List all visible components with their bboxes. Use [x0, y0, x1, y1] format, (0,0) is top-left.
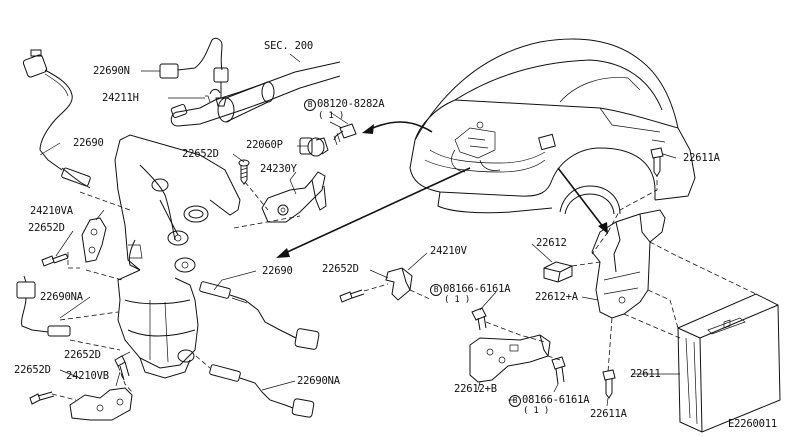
sensor-22060P [299, 137, 329, 157]
part-label-22612: 22612 [536, 237, 567, 249]
bolt-marker-icon: B [430, 284, 442, 296]
part-label-24210VA: 24210VA [30, 205, 73, 217]
part-label-22652D-left: 22652D [28, 222, 65, 234]
rear-o2-sensor [159, 37, 229, 107]
bolt-08166-b [551, 356, 566, 385]
part-label-22611A-top: 22611A [683, 152, 720, 164]
part-label-22652D-top: 22652D [182, 148, 219, 160]
diagram-id-label: E2260011 [728, 418, 777, 430]
part-label-24210VB: 24210VB [66, 370, 109, 382]
part-label-22611A-bottom: 22611A [590, 408, 627, 420]
dashed-guides [51, 176, 757, 401]
part-number-text: 08166-6161A [443, 283, 511, 295]
part-label-22612A: 22612+A [535, 291, 578, 303]
front-o2-sensor [22, 49, 91, 189]
quantity-label: ( 1 ) [523, 406, 550, 416]
screw-22652D-bottom [29, 355, 130, 405]
section-ref-label: SEC. 200 [264, 40, 313, 52]
mid-o2-sensor [199, 281, 320, 350]
bolt-marker-icon: B [304, 99, 316, 111]
screw-22611A-top [650, 147, 664, 177]
bolt-08120 [329, 111, 357, 146]
part-label-24211H: 24211H [102, 92, 139, 104]
bracket-24230Y [261, 171, 327, 223]
screw-22652D-center [339, 289, 365, 303]
part-label-24210V: 24210V [430, 245, 467, 257]
part-label-22690N: 22690N [93, 65, 130, 77]
bracket-22612A [591, 209, 666, 319]
ecm-unit [677, 293, 781, 433]
part-label-22652D-mid: 22652D [64, 349, 101, 361]
bracket-24210VB [69, 387, 133, 421]
bolt-08166-a [471, 307, 487, 331]
part-number-text: 08166-6161A [522, 394, 590, 406]
part-label-22060P: 22060P [246, 139, 283, 151]
screw-22652D-left [41, 253, 69, 267]
bracket-24210VA [81, 217, 107, 263]
part-label-22690-mid: 22690 [262, 265, 293, 277]
exhaust-pipe [170, 61, 341, 127]
quantity-label: ( 1 ) [444, 295, 471, 305]
screw-22611A-bottom [602, 369, 616, 399]
part-label-22690NA-left: 22690NA [40, 291, 83, 303]
part-label-22652D-center: 22652D [322, 263, 359, 275]
left-o2-sensor [16, 275, 71, 337]
clip-22612 [543, 261, 573, 283]
part-label-22612B: 22612+B [454, 383, 497, 395]
part-label-22690NA-lower: 22690NA [297, 375, 340, 387]
leader-lines [39, 53, 680, 407]
lower-o2-sensor [209, 364, 315, 418]
part-number-text: 08120-8282A [317, 98, 385, 110]
bracket-22612B [469, 334, 551, 383]
part-label-24230Y: 24230Y [260, 163, 297, 175]
exhaust-manifold [114, 134, 241, 379]
screw-22652D-top [238, 159, 250, 185]
bolt-marker-icon: B [509, 395, 521, 407]
part-label-22690-top: 22690 [73, 137, 104, 149]
bracket-24210V [385, 267, 413, 301]
part-label-22652D-bottom: 22652D [14, 364, 51, 376]
vehicle-illustration [409, 38, 696, 215]
quantity-label: ( 1 ) [318, 111, 345, 121]
part-label-22611: 22611 [630, 368, 661, 380]
